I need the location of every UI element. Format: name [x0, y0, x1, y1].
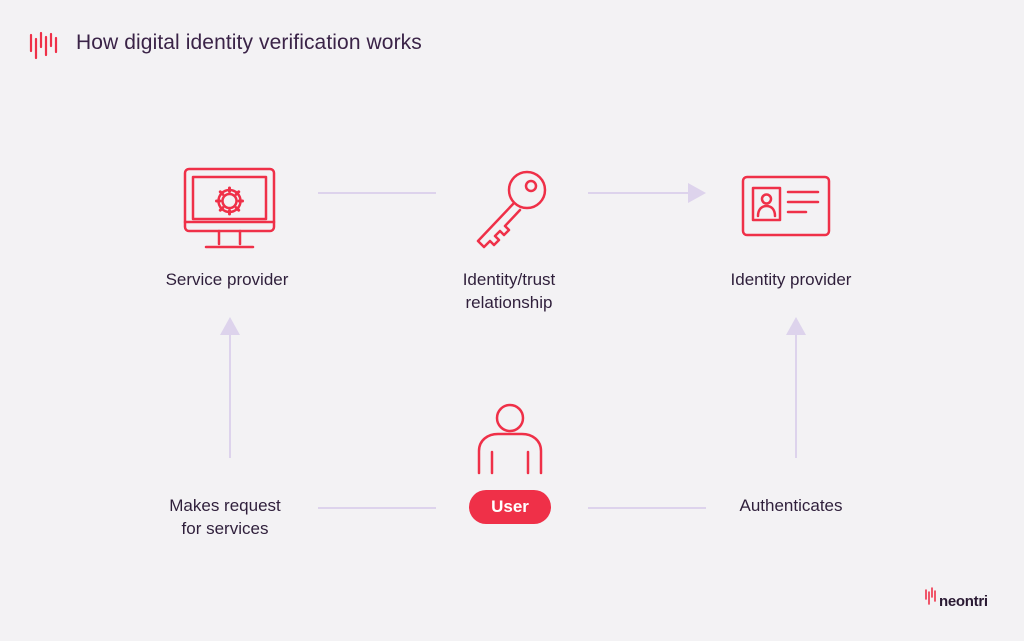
makes-request-label: Makes request for services: [125, 494, 325, 540]
monitor-gear-icon: [183, 167, 276, 249]
authenticates-label: Authenticates: [739, 496, 843, 515]
makes-label-line2: for services: [181, 519, 269, 538]
makes-label-line1: Makes request: [169, 496, 281, 515]
arrowhead-up-left: [220, 317, 240, 335]
person-icon: [477, 403, 543, 475]
trust-label-line2: relationship: [465, 293, 553, 312]
arrowhead-up-right: [786, 317, 806, 335]
trust-label-line1: Identity/trust: [462, 270, 556, 289]
brand-waveform-icon: [925, 587, 936, 605]
connector-lines: [229, 192, 797, 509]
user-label: User: [491, 497, 529, 516]
service-provider-label: Service provider: [165, 270, 289, 289]
identity-provider-label: Identity provider: [730, 270, 852, 289]
brand-name: neontri: [939, 593, 988, 610]
trust-relationship-label: Identity/trust relationship: [409, 268, 609, 314]
arrowheads: [220, 183, 806, 335]
id-card-icon: [741, 175, 831, 237]
page-title: How digital identity verification works: [76, 31, 422, 54]
key-icon: [476, 170, 547, 249]
user-badge: User: [469, 490, 551, 524]
arrowhead-right: [688, 183, 706, 203]
waveform-logo-icon: [29, 31, 58, 60]
